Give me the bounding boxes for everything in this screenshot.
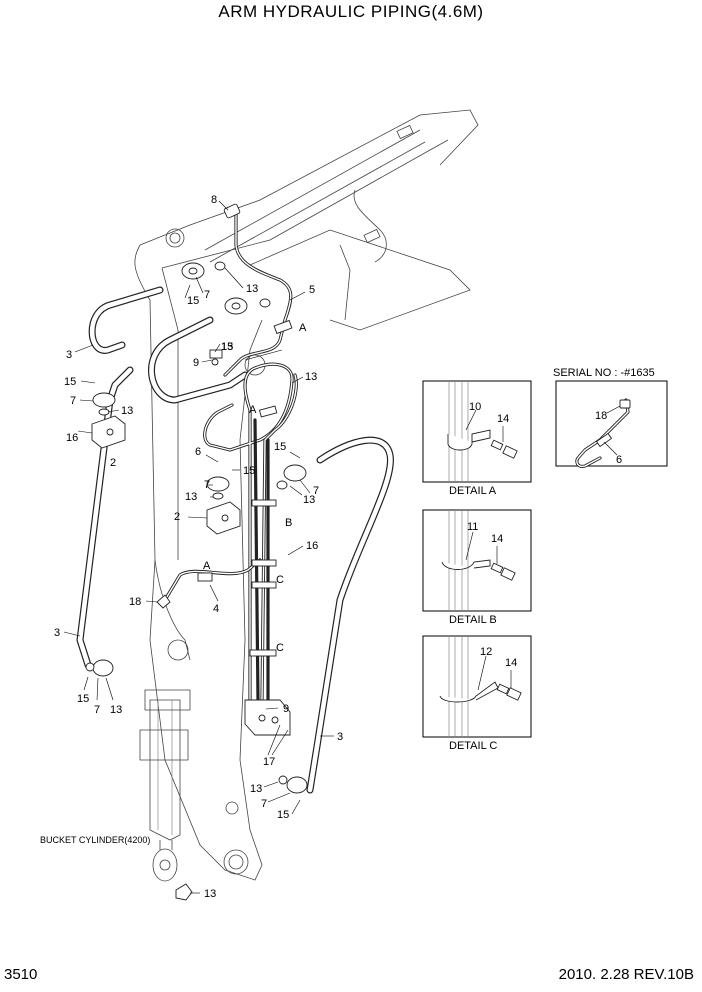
- serial-elbow-callout: 18: [595, 410, 607, 422]
- callout: 13: [185, 491, 197, 503]
- callout: 3: [337, 731, 343, 743]
- callout: 7: [94, 704, 100, 716]
- callout: 16: [306, 540, 318, 552]
- callout: 7: [70, 395, 76, 407]
- detail-a-caption: DETAIL A: [449, 485, 497, 497]
- callout: 7: [313, 485, 319, 497]
- serial-note: SERIAL NO : -#1635: [553, 367, 655, 379]
- callout: 7: [204, 479, 210, 491]
- callout: 3: [54, 627, 60, 639]
- revision-date: 2010. 2.28 REV.10B: [558, 966, 694, 983]
- fittings: [85, 203, 308, 901]
- callout: 7: [204, 289, 210, 301]
- callout: 16: [66, 432, 78, 444]
- callout: 6: [195, 446, 201, 458]
- section-label-a: A: [249, 404, 257, 416]
- callout: 13: [110, 704, 122, 716]
- callout: 13: [204, 888, 216, 900]
- callout: 3: [66, 349, 72, 361]
- callout: 15: [274, 441, 286, 453]
- callout: 15: [221, 341, 233, 353]
- callout: 18: [129, 596, 141, 608]
- detail-c-caption: DETAIL C: [449, 740, 497, 752]
- callout: 7: [261, 798, 267, 810]
- pipe-clamps: [197, 319, 293, 657]
- callout: 15: [64, 376, 76, 388]
- callouts: 8 13 7 15 5 3 15 7 13 16 2 9 15 6 15 7 1…: [40, 194, 343, 900]
- callout: 13: [246, 283, 258, 295]
- callout: 13: [221, 341, 233, 353]
- serial-pipe-callout: 6: [616, 454, 622, 466]
- callout: 9: [193, 357, 199, 369]
- callout: 4: [213, 603, 219, 615]
- steel-pipes: [163, 213, 298, 702]
- callout: 17: [263, 756, 275, 768]
- detail-b-clamp-no: 11: [467, 521, 478, 533]
- section-label-a: A: [299, 322, 307, 334]
- callout: 8: [211, 194, 217, 206]
- page-number: 3510: [4, 966, 38, 983]
- bucket-cylinder-label: BUCKET CYLINDER(4200): [40, 835, 150, 845]
- detail-c: 12 14 DETAIL C: [422, 635, 532, 752]
- callout: 2: [110, 457, 116, 469]
- detail-a-clamp-no: 10: [469, 401, 481, 413]
- callout: 13: [305, 371, 317, 383]
- arm-structure: [134, 109, 479, 882]
- callout: 15: [77, 693, 89, 705]
- callout: 13: [250, 783, 262, 795]
- section-label-a: A: [203, 560, 211, 572]
- callout: 13: [121, 405, 133, 417]
- section-label-c: C: [276, 642, 284, 654]
- detail-b-caption: DETAIL B: [449, 614, 497, 626]
- detail-b-bolt-no: 14: [491, 533, 503, 545]
- detail-a-bolt-no: 14: [497, 413, 509, 425]
- page-title: ARM HYDRAULIC PIPING(4.6M): [218, 2, 484, 21]
- serial-box: SERIAL NO : -#1635 18 6: [553, 367, 668, 468]
- detail-a: 10 14 DETAIL A: [422, 380, 532, 497]
- callout: 9: [283, 703, 289, 715]
- callout: 13: [303, 494, 315, 506]
- detail-b: 11 14 DETAIL B: [422, 509, 532, 626]
- section-label-b: B: [285, 517, 292, 529]
- callout: 5: [309, 284, 315, 296]
- callout: 15: [243, 465, 255, 477]
- callout: 2: [174, 511, 180, 523]
- section-label-c: C: [276, 574, 284, 586]
- callout: 15: [187, 295, 199, 307]
- detail-c-clamp-no: 12: [480, 646, 492, 658]
- detail-c-bolt-no: 14: [505, 657, 517, 669]
- callout: 15: [277, 809, 289, 821]
